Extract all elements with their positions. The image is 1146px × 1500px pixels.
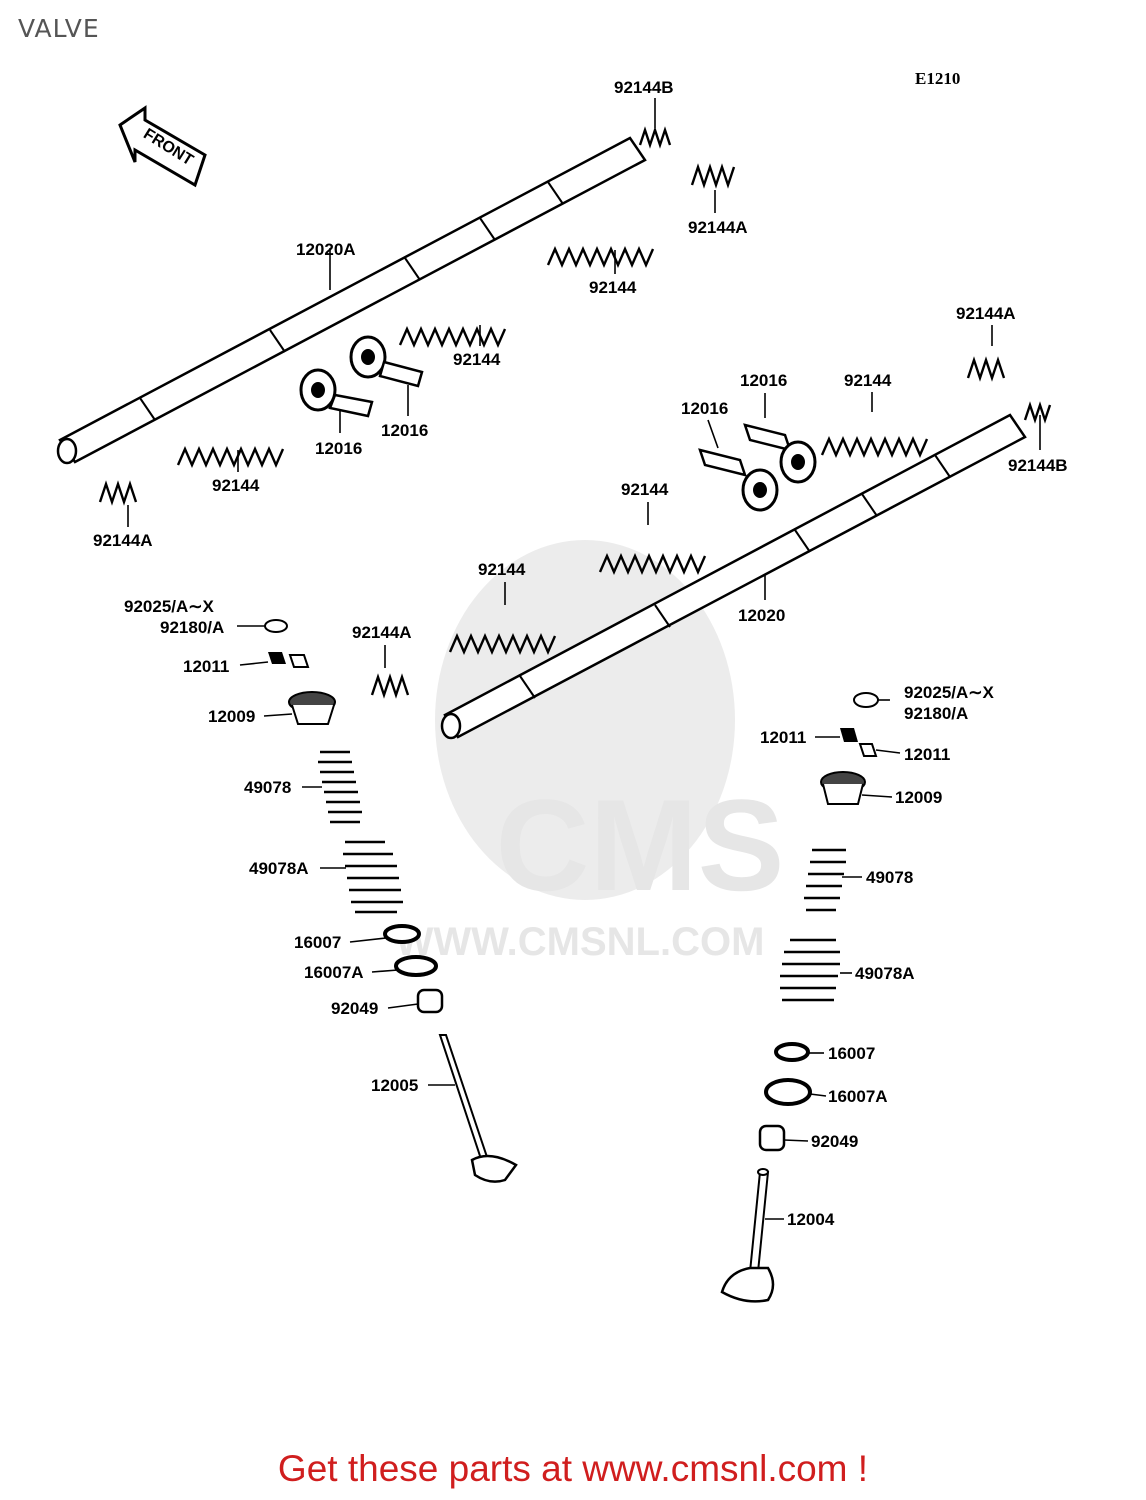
page-title: VALVE xyxy=(18,14,100,43)
label-92049-left: 92049 xyxy=(331,999,378,1018)
label-92144-mid-1: 92144 xyxy=(621,480,669,499)
label-92144b-right: 92144B xyxy=(1008,456,1068,475)
seat-a-left xyxy=(394,955,438,977)
cotter-left xyxy=(268,652,310,668)
spring-92144-mid-2 xyxy=(448,633,557,655)
label-12020a: 12020A xyxy=(296,240,356,259)
label-92144-top-1: 92144 xyxy=(453,350,501,369)
label-12009-right: 12009 xyxy=(895,788,942,807)
spring-92144a-mid xyxy=(370,673,410,699)
inner-spring-left xyxy=(318,750,362,824)
label-92180-left: 92180/A xyxy=(160,618,224,637)
label-92180-right: 92180/A xyxy=(904,704,968,723)
label-92144a-right: 92144A xyxy=(956,304,1016,323)
shim-right xyxy=(853,692,879,708)
label-12016-left-2: 12016 xyxy=(381,421,428,440)
retainer-right xyxy=(820,771,866,805)
label-92144-mid-2: 92144 xyxy=(478,560,526,579)
front-arrow-icon: FRONT xyxy=(118,105,207,188)
rocker-shaft-left xyxy=(56,136,647,465)
retainer-left xyxy=(288,691,336,725)
label-12005: 12005 xyxy=(371,1076,418,1095)
label-92025-left: 92025/A∼X xyxy=(124,597,215,616)
spring-92144-top-1 xyxy=(398,326,507,348)
rocker-arm-left-2 xyxy=(349,335,424,388)
seal-left xyxy=(416,988,444,1014)
label-92144b-top: 92144B xyxy=(614,78,674,97)
spring-92144a-top xyxy=(690,163,736,189)
label-12020: 12020 xyxy=(738,606,785,625)
label-16007-right: 16007 xyxy=(828,1044,875,1063)
footer-link[interactable]: Get these parts at www.cmsnl.com ! xyxy=(277,1448,869,1489)
diagram-code: E1210 xyxy=(915,69,960,88)
rocker-arm-right-2 xyxy=(743,423,817,484)
leader-lines xyxy=(127,98,1041,1220)
spring-92144-top-2 xyxy=(546,246,655,268)
watermark-brand: CMS xyxy=(496,772,785,918)
watermark-url: WWW.CMSNL.COM xyxy=(396,920,765,964)
label-92144-top-2: 92144 xyxy=(589,278,637,297)
inner-spring-right xyxy=(804,848,846,912)
label-92144-right-upper: 92144 xyxy=(844,371,892,390)
spring-92144-right-upper xyxy=(820,436,929,458)
shim-left xyxy=(264,619,288,633)
label-49078a-left: 49078A xyxy=(249,859,309,878)
seat-a-right xyxy=(764,1078,812,1106)
label-12011-right-1: 12011 xyxy=(760,728,806,747)
spring-92144b-right xyxy=(1023,401,1052,424)
label-12011-right-2: 12011 xyxy=(904,745,950,764)
outer-spring-right xyxy=(780,938,840,1002)
cotter-right xyxy=(840,728,878,757)
label-92144a-left: 92144A xyxy=(93,531,153,550)
seal-right xyxy=(758,1124,786,1152)
valve-intake xyxy=(720,1168,775,1303)
label-92144a-mid: 92144A xyxy=(352,623,412,642)
label-12016-right-1: 12016 xyxy=(681,399,728,418)
rocker-arm-right-1 xyxy=(698,448,779,512)
rocker-arm-left-1 xyxy=(299,368,374,418)
spring-92144b-top xyxy=(638,126,672,149)
label-12009-left: 12009 xyxy=(208,707,255,726)
label-49078-right: 49078 xyxy=(866,868,913,887)
spring-92144a-left xyxy=(98,480,138,506)
label-16007a-left: 16007A xyxy=(304,963,364,982)
label-12011-left: 12011 xyxy=(183,657,229,676)
label-16007a-right: 16007A xyxy=(828,1087,888,1106)
label-92144-left-low: 92144 xyxy=(212,476,260,495)
seat-left xyxy=(383,924,421,944)
label-92144a-top: 92144A xyxy=(688,218,748,237)
label-12016-left-1: 12016 xyxy=(315,439,362,458)
watermark: CMS WWW.CMSNL.COM xyxy=(396,540,785,964)
outer-spring-left xyxy=(343,840,403,914)
label-49078-left: 49078 xyxy=(244,778,291,797)
label-12016-right-2: 12016 xyxy=(740,371,787,390)
label-49078a-right: 49078A xyxy=(855,964,915,983)
label-12004: 12004 xyxy=(787,1210,835,1229)
label-92025-right: 92025/A∼X xyxy=(904,683,995,702)
spring-92144a-right xyxy=(966,356,1006,382)
spring-92144-mid-1 xyxy=(598,553,707,575)
spring-92144-left-low xyxy=(176,446,285,468)
rocker-shaft-right xyxy=(440,413,1027,740)
valve-exhaust xyxy=(438,1034,518,1183)
label-16007-left: 16007 xyxy=(294,933,341,952)
label-92049-right: 92049 xyxy=(811,1132,858,1151)
seat-right xyxy=(774,1042,810,1062)
